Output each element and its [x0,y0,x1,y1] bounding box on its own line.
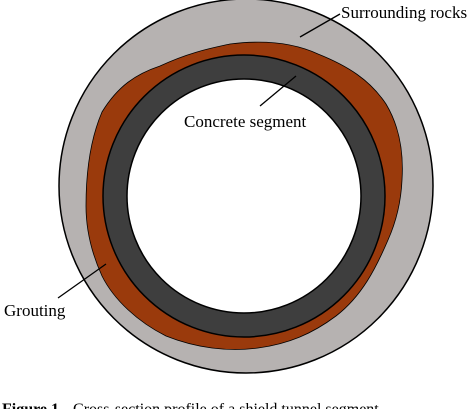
grouting-label: Grouting [4,301,66,320]
caption-prefix: Figure 1. [2,401,63,409]
surrounding-rocks-leader [299,13,341,38]
surrounding-rocks-label: Surrounding rocks [341,3,467,22]
grouting-leader [57,263,107,299]
caption-text: Cross-section profile of a shield tunnel… [73,401,379,409]
tunnel-interior [126,78,362,314]
concrete-segment-leader [259,75,297,107]
concrete-segment-label: Concrete segment [184,112,307,131]
figure-caption: Figure 1. Cross-section profile of a shi… [2,401,379,409]
